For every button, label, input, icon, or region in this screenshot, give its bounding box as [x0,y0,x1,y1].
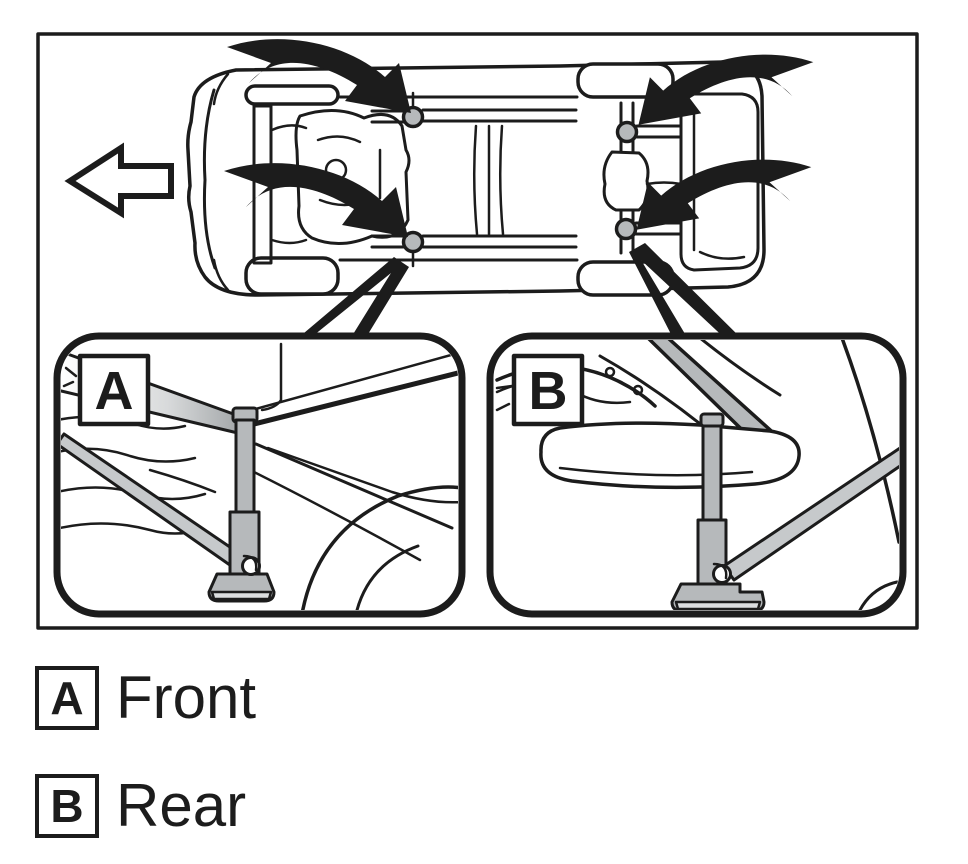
rear-tank-well [539,421,801,490]
jack-b [670,412,766,610]
legend-key-box-b: B [35,774,99,838]
panel-a-inset: A [53,332,466,618]
legend-row-front: A Front [35,666,256,730]
panel-a-border [53,332,466,618]
jack-point-front-right [401,230,425,254]
panel-b-inset: B [486,332,907,618]
front-direction-arrow [64,142,174,219]
wheel-front-right [244,256,340,296]
legend-key-b: B [50,780,84,832]
panel-b-letter: B [529,361,568,421]
jack-point-rear-right [614,217,638,241]
front-bumper-contours [202,72,230,292]
jack-handle-rod-b [722,444,899,582]
panel-b-illustration [495,340,899,610]
jack-a [207,406,276,603]
panel-a-letter: A [95,361,134,421]
wheel-front-left [244,84,340,106]
jack-point-rear-left [615,120,639,144]
panel-a-pointer-wedge [291,257,409,344]
panel-b-border [486,332,907,618]
legend-row-rear: B Rear [35,774,246,838]
panel-b-letter-box [511,353,585,427]
legend-key-box-a: A [35,666,99,730]
panel-b-underbody-lines [495,340,899,610]
legend-key-a: A [50,672,84,724]
panel-a-underbody-lines [61,342,458,610]
legend-label-front: Front [116,664,257,731]
panel-a-letter-box [77,353,151,427]
legend-label-rear: Rear [116,772,247,839]
jack-screw-eye-b [712,564,732,584]
panel-b-pointer-wedge [629,243,747,344]
